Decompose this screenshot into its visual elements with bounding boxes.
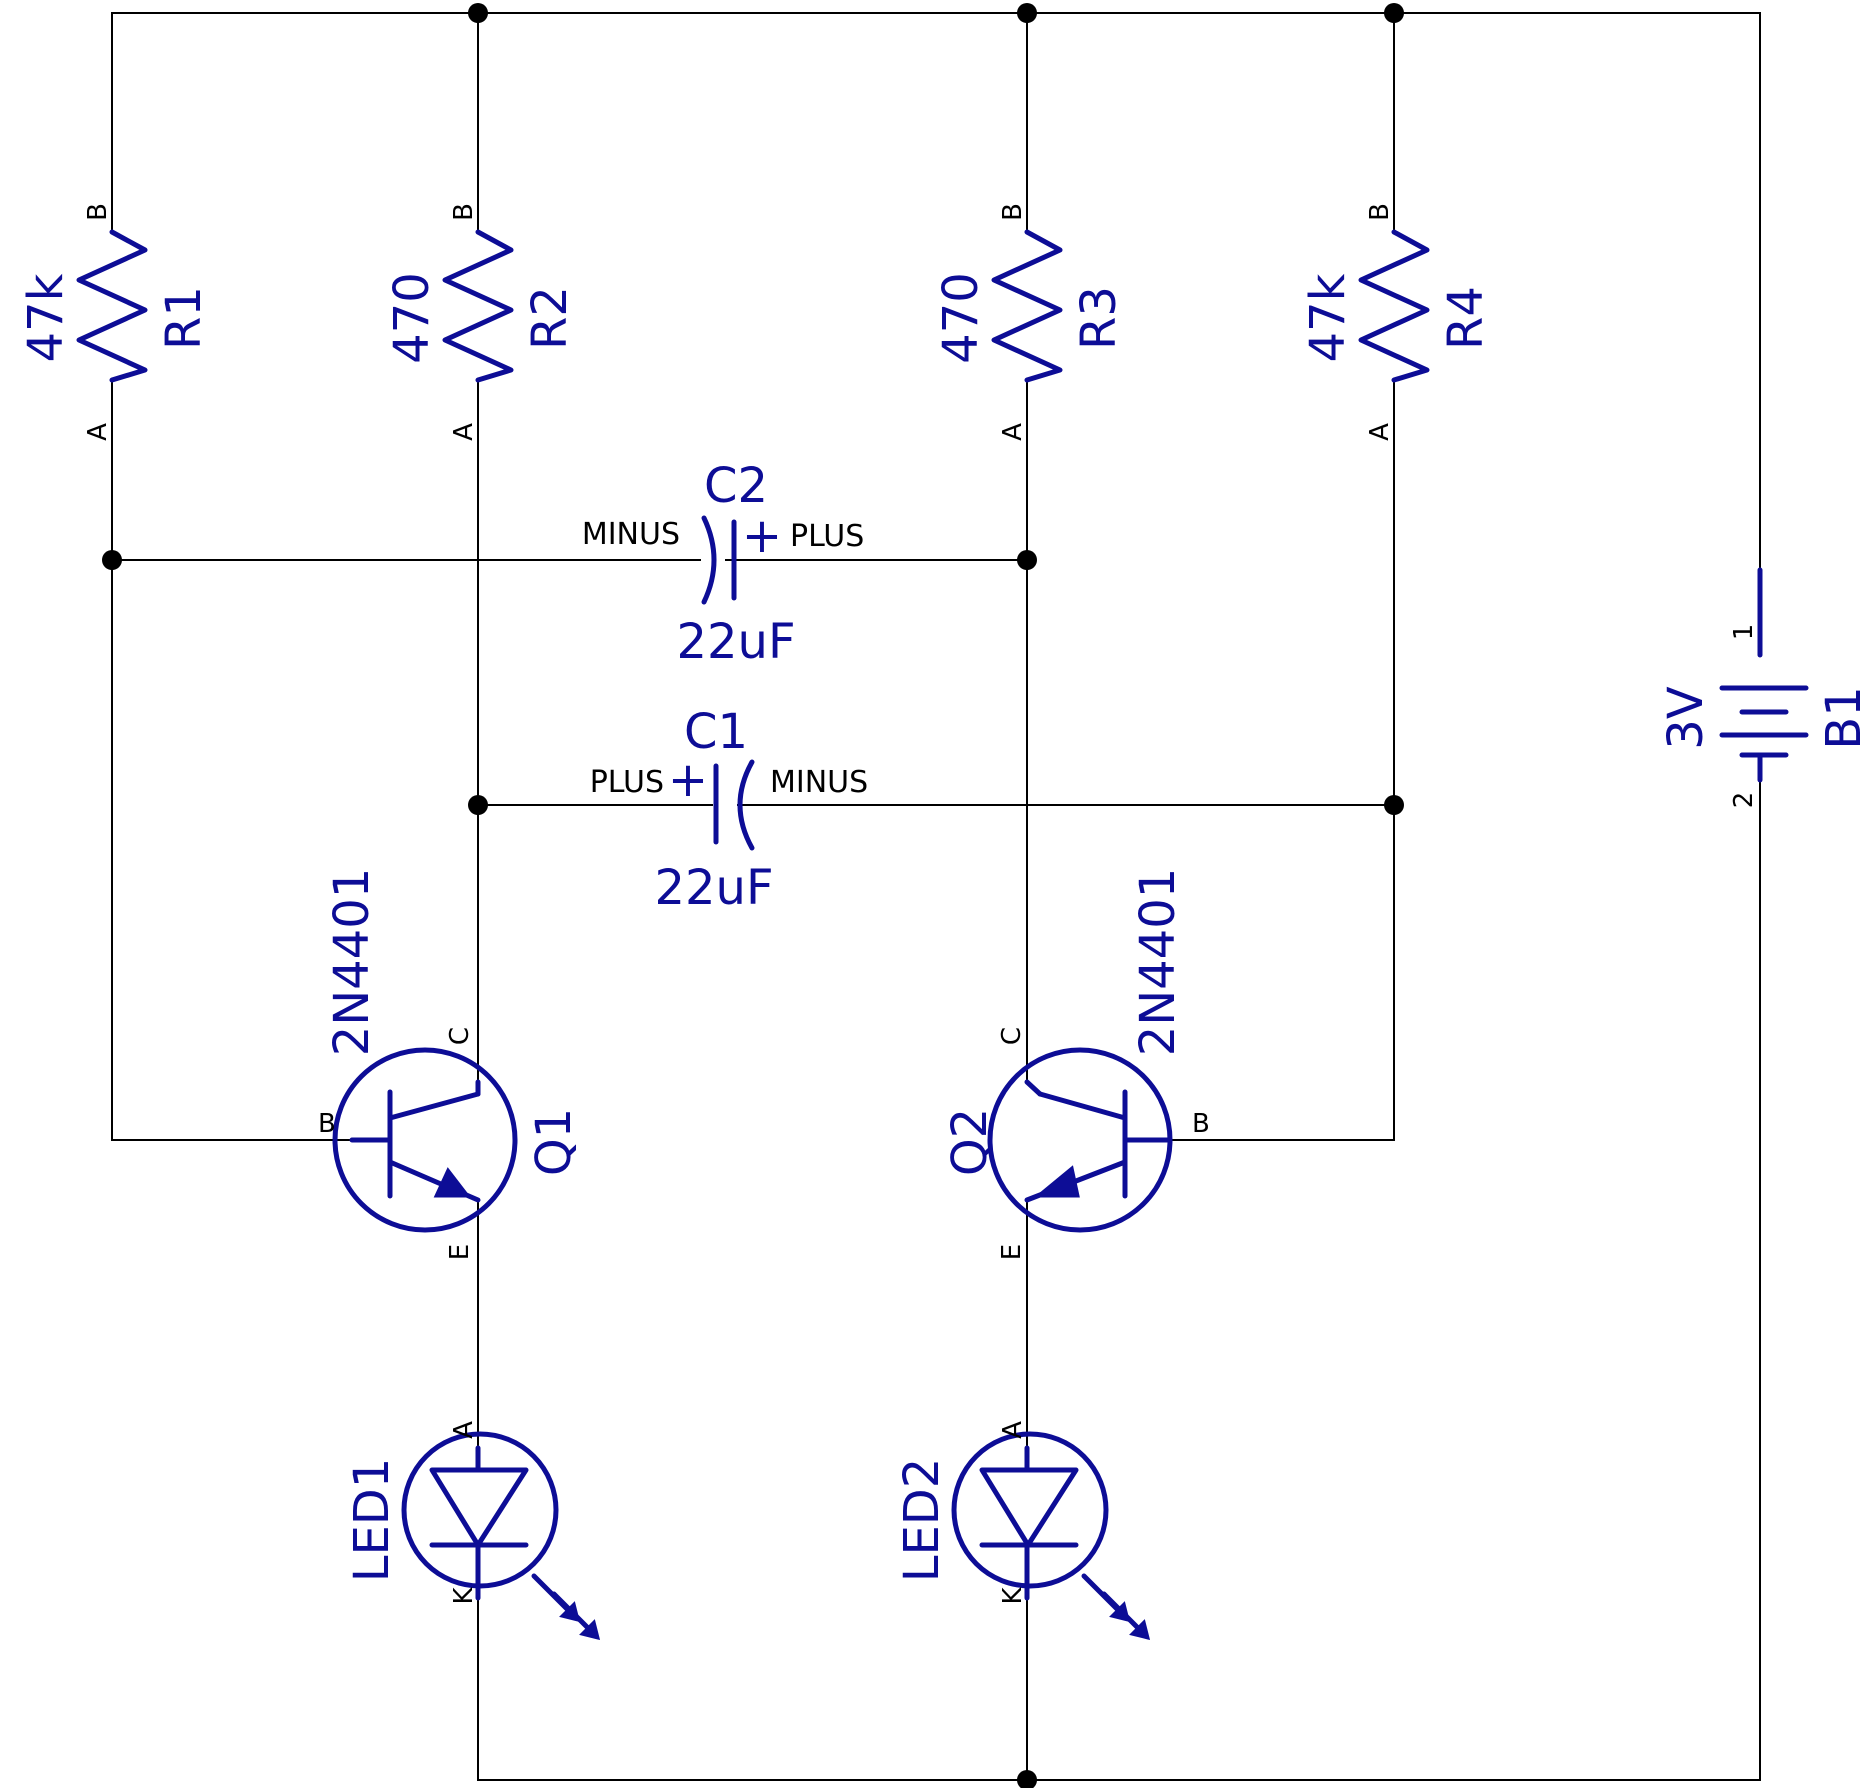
transistor-q1-pin-c: C bbox=[445, 1027, 475, 1045]
junction-dot bbox=[1017, 550, 1037, 570]
led-light-arrowhead bbox=[579, 1619, 601, 1641]
led-led2-pin-a: A bbox=[998, 1421, 1028, 1439]
resistor-r4-value: 47k bbox=[1300, 273, 1356, 362]
resistor-r4-pin-a: A bbox=[1365, 423, 1395, 441]
resistor-r4-ref: R4 bbox=[1438, 286, 1494, 350]
transistor-q2-ref: Q2 bbox=[942, 1108, 998, 1176]
resistor-r2-pin-a: A bbox=[449, 423, 479, 441]
resistor-r3-pin-b: B bbox=[998, 203, 1028, 221]
transistor-q2-pin-b: B bbox=[1192, 1109, 1210, 1139]
transistor-emitter-arrow bbox=[433, 1167, 472, 1198]
capacitor-c2: C2 MINUS + PLUS 22uF bbox=[582, 458, 865, 670]
led-body-circle bbox=[951, 1431, 1109, 1589]
battery-b1-pin2: 2 bbox=[1729, 792, 1759, 809]
capacitor-curved-plate bbox=[737, 759, 755, 851]
resistor-zigzag bbox=[991, 229, 1063, 383]
capacitor-c2-ref: C2 bbox=[704, 458, 768, 514]
capacitor-c2-minus-label: MINUS bbox=[582, 517, 680, 552]
capacitor-curved-plate bbox=[701, 515, 717, 605]
resistor-r1-value: 47k bbox=[18, 273, 74, 362]
transistor-q2: B C E 2N4401 Q2 bbox=[942, 868, 1210, 1261]
resistor-r1-pin-a: A bbox=[83, 423, 113, 441]
led-led1: A K LED1 bbox=[344, 1421, 601, 1641]
led-led1-ref: LED1 bbox=[344, 1458, 400, 1583]
transistor-q1-pin-b: B bbox=[318, 1109, 336, 1139]
resistor-r2-value: 470 bbox=[384, 272, 440, 364]
battery-b1-value: 3V bbox=[1658, 686, 1714, 750]
transistor-q1-pin-e: E bbox=[445, 1244, 475, 1260]
resistor-r4: B A 47k R4 bbox=[1300, 203, 1494, 441]
led-led1-pin-k: K bbox=[449, 1587, 479, 1605]
led-light-arrow bbox=[551, 1591, 591, 1631]
led-led1-pin-a: A bbox=[449, 1421, 479, 1439]
capacitor-c2-value: 22uF bbox=[676, 614, 795, 670]
capacitor-c1-plus-sign: + bbox=[668, 752, 708, 808]
resistor-zigzag bbox=[442, 229, 514, 383]
led-diode-triangle bbox=[429, 1467, 529, 1548]
led-led2: A K LED2 bbox=[894, 1421, 1151, 1641]
led-light-arrowhead bbox=[1129, 1619, 1151, 1641]
led-diode-triangle bbox=[979, 1467, 1079, 1548]
capacitor-c1-value: 22uF bbox=[654, 860, 773, 916]
transistor-q2-part: 2N4401 bbox=[1130, 868, 1186, 1057]
led-light-arrow bbox=[1101, 1591, 1141, 1631]
resistor-r3: B A 470 R3 bbox=[933, 203, 1127, 441]
junction-dot bbox=[1384, 795, 1404, 815]
junction-dot bbox=[468, 3, 488, 23]
capacitor-c2-plus-sign: + bbox=[742, 508, 782, 564]
resistor-zigzag bbox=[1358, 229, 1430, 383]
resistor-r1: B A 47k R1 bbox=[18, 203, 212, 441]
battery-b1-pin1: 1 bbox=[1729, 624, 1759, 641]
led-led2-ref: LED2 bbox=[894, 1458, 950, 1583]
transistor-collector-line bbox=[387, 1091, 481, 1121]
resistor-r4-pin-b: B bbox=[1365, 203, 1395, 221]
transistor-q1-part: 2N4401 bbox=[324, 868, 380, 1057]
resistor-r1-ref: R1 bbox=[156, 286, 212, 350]
junctions bbox=[102, 3, 1404, 1788]
resistor-r1-pin-b: B bbox=[83, 203, 113, 221]
led-led2-pin-k: K bbox=[998, 1587, 1028, 1605]
junction-dot bbox=[1017, 1770, 1037, 1788]
junction-dot bbox=[1017, 3, 1037, 23]
wire-bottom-rail bbox=[477, 779, 1761, 1781]
wire-top-rail bbox=[111, 12, 1761, 571]
resistor-r3-value: 470 bbox=[933, 272, 989, 364]
wires bbox=[111, 12, 1761, 1781]
resistor-r2: B A 470 R2 bbox=[384, 203, 578, 441]
resistor-r3-pin-a: A bbox=[998, 423, 1028, 441]
transistor-emitter-arrow bbox=[1033, 1165, 1080, 1198]
capacitor-c1: C1 PLUS + MINUS 22uF bbox=[590, 704, 869, 916]
transistor-q2-pin-c: C bbox=[997, 1027, 1027, 1045]
transistor-q1-ref: Q1 bbox=[526, 1108, 582, 1176]
transistor-collector-lead bbox=[1024, 1079, 1043, 1097]
battery-b1-ref: B1 bbox=[1816, 686, 1872, 749]
transistor-q2-pin-e: E bbox=[997, 1244, 1027, 1260]
junction-dot bbox=[102, 550, 122, 570]
resistor-r2-pin-b: B bbox=[449, 203, 479, 221]
resistor-r3-ref: R3 bbox=[1071, 286, 1127, 350]
capacitor-c1-minus-label: MINUS bbox=[770, 765, 868, 800]
resistor-r2-ref: R2 bbox=[522, 286, 578, 350]
transistor-body-circle bbox=[332, 1047, 518, 1233]
capacitor-c1-plus-label: PLUS bbox=[590, 765, 664, 800]
transistor-q1: B C E 2N4401 Q1 bbox=[318, 868, 582, 1261]
capacitor-c1-ref: C1 bbox=[684, 704, 748, 760]
transistor-collector-line bbox=[1037, 1091, 1128, 1121]
resistor-zigzag bbox=[76, 229, 148, 383]
capacitor-c2-plus-label: PLUS bbox=[790, 519, 864, 554]
junction-dot bbox=[1384, 3, 1404, 23]
junction-dot bbox=[468, 795, 488, 815]
battery-b1: 1 2 3V B1 bbox=[1658, 567, 1872, 809]
